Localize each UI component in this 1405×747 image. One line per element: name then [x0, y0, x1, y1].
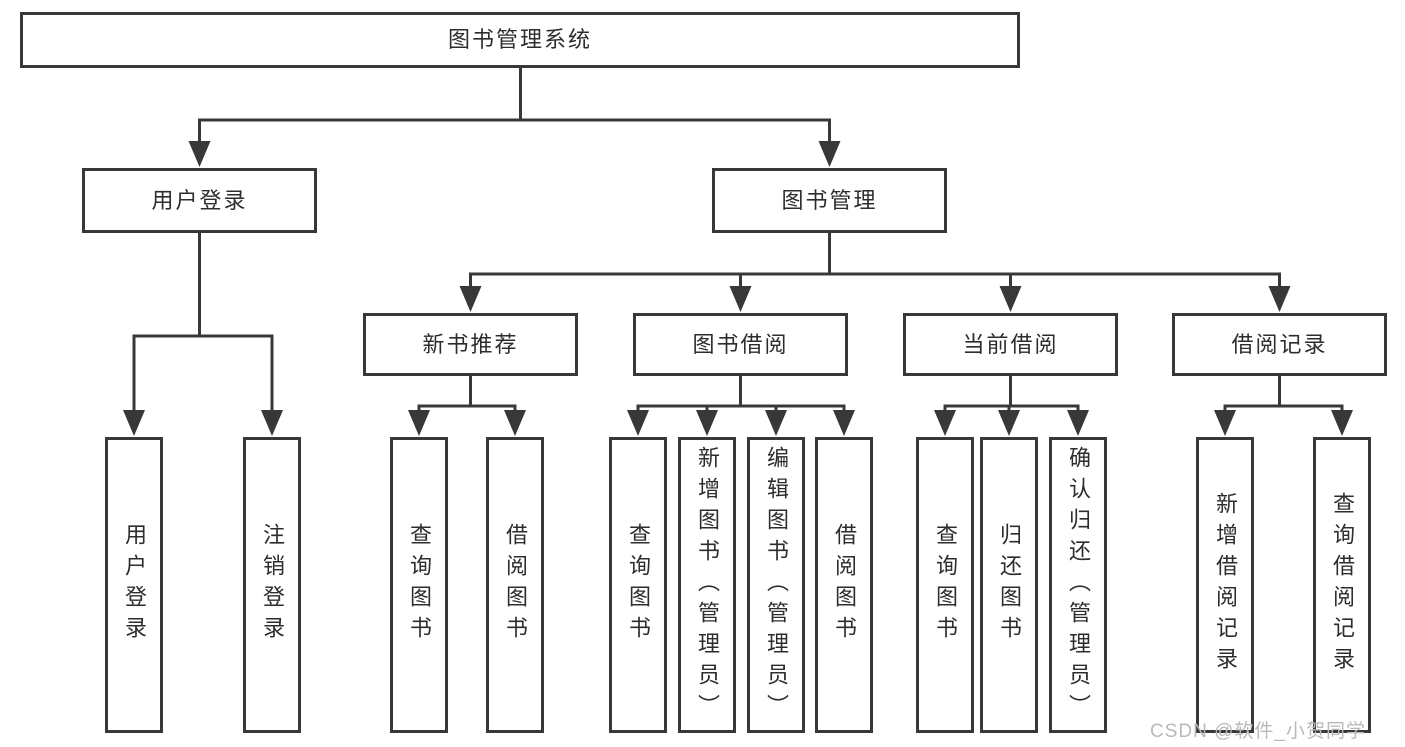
leaf-add-borrow-record: 新增借阅记录	[1196, 437, 1254, 733]
node-book-borrow: 图书借阅	[633, 313, 848, 376]
arrowhead-icon	[188, 141, 211, 167]
node-library-system: 图书管理系统	[20, 12, 1020, 68]
watermark: CSDN @软件_小贺同学	[1150, 721, 1366, 742]
arrowhead-icon	[729, 286, 752, 312]
leaf-edit-books-admin: 编辑图书（管理员）	[747, 437, 805, 733]
node-new-book-recommend: 新书推荐	[363, 313, 578, 376]
arrowhead-icon	[999, 286, 1022, 312]
leaf-add-books-admin: 新增图书（管理员）	[678, 437, 736, 733]
arrowhead-icon	[627, 410, 649, 436]
arrowhead-icon	[261, 410, 283, 436]
arrowhead-icon	[934, 410, 956, 436]
arrowhead-icon	[696, 410, 718, 436]
arrowhead-icon	[459, 286, 482, 312]
leaf-borrow-books-recommend: 借阅图书	[486, 437, 544, 733]
node-book-management: 图书管理	[712, 168, 947, 233]
node-current-borrow: 当前借阅	[903, 313, 1118, 376]
node-user-login: 用户登录	[82, 168, 317, 233]
leaf-logout: 注销登录	[243, 437, 301, 733]
leaf-query-books-current: 查询图书	[916, 437, 974, 733]
leaf-return-books: 归还图书	[980, 437, 1038, 733]
leaf-query-books-borrow: 查询图书	[609, 437, 667, 733]
arrowhead-icon	[765, 410, 787, 436]
arrowhead-icon	[504, 410, 526, 436]
leaf-query-books-recommend: 查询图书	[390, 437, 448, 733]
arrowhead-icon	[1214, 410, 1236, 436]
node-borrow-records: 借阅记录	[1172, 313, 1387, 376]
leaf-borrow-books: 借阅图书	[815, 437, 873, 733]
arrowhead-icon	[833, 410, 855, 436]
leaf-user-login: 用户登录	[105, 437, 163, 733]
arrowhead-icon	[1067, 410, 1089, 436]
arrowhead-icon	[1268, 286, 1291, 312]
arrowhead-icon	[998, 410, 1020, 436]
arrowhead-icon	[818, 141, 841, 167]
leaf-confirm-return-admin: 确认归还（管理员）	[1049, 437, 1107, 733]
arrowhead-icon	[1331, 410, 1353, 436]
arrowhead-icon	[408, 410, 430, 436]
leaf-query-borrow-record: 查询借阅记录	[1313, 437, 1371, 733]
arrowhead-icon	[123, 410, 145, 436]
